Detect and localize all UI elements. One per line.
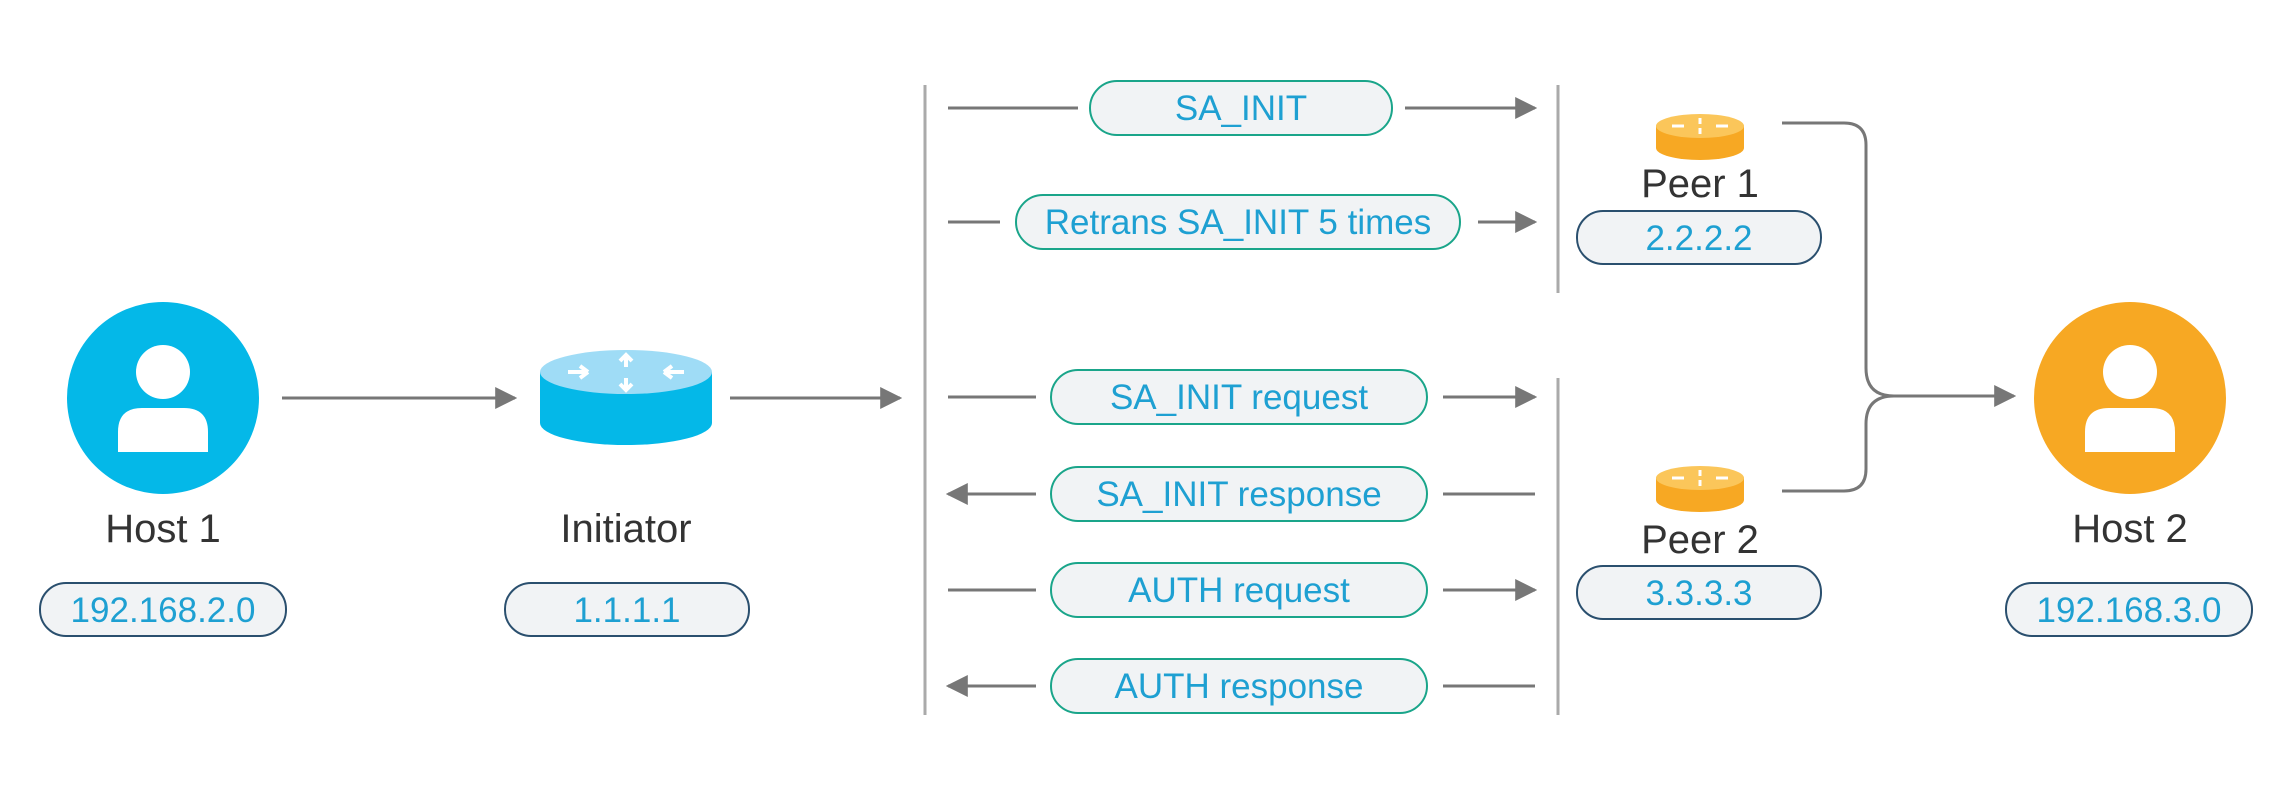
user-icon (67, 302, 259, 494)
host1-ip-badge: 192.168.2.0 (39, 582, 287, 637)
message-label: AUTH request (1128, 571, 1350, 610)
message-label: SA_INIT request (1110, 378, 1368, 417)
peer1-to-host2-connector (1782, 121, 1895, 398)
peer1-ip: 2.2.2.2 (1645, 219, 1752, 258)
message-label: AUTH response (1115, 667, 1364, 706)
message-pill (1050, 562, 1428, 618)
message-pill (1015, 194, 1461, 250)
message-sa-init: SA_INIT (948, 80, 1538, 136)
message-label: Retrans SA_INIT 5 times (1045, 203, 1431, 242)
host2-node: Host 2 192.168.3.0 (2005, 302, 2253, 637)
initiator-ip: 1.1.1.1 (573, 591, 680, 630)
message-pill (1050, 369, 1428, 425)
message-label: SA_INIT response (1096, 475, 1381, 514)
host1-label: Host 1 (105, 507, 221, 551)
message-pill (1050, 466, 1428, 522)
host2-ip: 192.168.3.0 (2037, 591, 2222, 630)
initiator-label: Initiator (560, 507, 691, 551)
message-pill (1050, 658, 1428, 714)
router-icon (1656, 466, 1744, 512)
peer2-ip-badge: 3.3.3.3 (1576, 565, 1822, 620)
router-icon (1656, 114, 1744, 160)
peer2-to-host2-connector (1782, 394, 1895, 493)
message-auth-response: AUTH response (945, 658, 1535, 714)
initiator-node: Initiator 1.1.1.1 (504, 350, 750, 637)
initiator-ip-badge: 1.1.1.1 (504, 582, 750, 637)
router-icon (540, 350, 712, 445)
host1-ip: 192.168.2.0 (71, 591, 256, 630)
host2-label: Host 2 (2072, 507, 2188, 551)
peer1-node: Peer 1 2.2.2.2 (1576, 114, 1822, 265)
peer2-label: Peer 2 (1641, 518, 1759, 562)
peer1-label: Peer 1 (1641, 162, 1759, 206)
host2-ip-badge: 192.168.3.0 (2005, 582, 2253, 637)
peer1-ip-badge: 2.2.2.2 (1576, 210, 1822, 265)
peer2-ip: 3.3.3.3 (1645, 574, 1752, 613)
message-auth-request: AUTH request (948, 562, 1538, 618)
message-sa-init-response: SA_INIT response (945, 466, 1535, 522)
message-pill (1089, 80, 1393, 136)
message-retrans-sa-init: Retrans SA_INIT 5 times (948, 194, 1538, 250)
message-label: SA_INIT (1175, 89, 1307, 128)
host1-node: Host 1 192.168.2.0 (39, 302, 287, 637)
message-sa-init-request: SA_INIT request (948, 369, 1538, 425)
peer2-node: Peer 2 3.3.3.3 (1576, 466, 1822, 620)
user-icon (2034, 302, 2226, 494)
